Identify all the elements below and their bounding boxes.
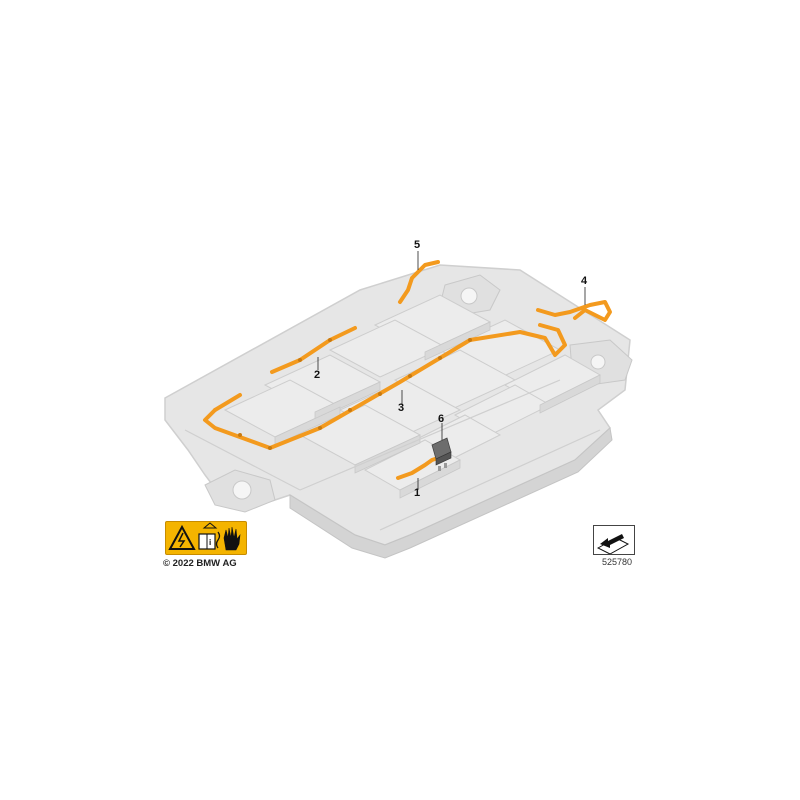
callout-4: 4 xyxy=(581,275,588,287)
battery-modules xyxy=(223,294,602,491)
leader-lines xyxy=(317,251,586,490)
part-6-connector xyxy=(431,437,452,471)
cable-3-branch xyxy=(213,393,242,412)
callout-6: 6 xyxy=(438,413,445,425)
cable-clips xyxy=(238,338,472,450)
callout-2: 2 xyxy=(314,369,321,381)
svg-text:i: i xyxy=(209,538,211,547)
copyright-text: © 2022 BMW AG xyxy=(163,558,237,569)
cable-4 xyxy=(536,300,612,322)
cable-5 xyxy=(398,260,440,304)
warning-symbols: i xyxy=(165,521,247,555)
high-voltage-warning-icon xyxy=(168,524,196,550)
navigation-symbol xyxy=(593,525,635,555)
cable-2 xyxy=(270,326,357,374)
cable-harness xyxy=(203,260,612,480)
callout-5: 5 xyxy=(414,239,421,251)
manual-icon: i xyxy=(198,522,218,550)
callout-3: 3 xyxy=(398,402,405,414)
cable-1 xyxy=(396,456,440,480)
callout-1: 1 xyxy=(414,487,421,499)
tray-front-edge xyxy=(289,427,613,559)
navigation-arrow-icon xyxy=(596,534,630,555)
cable-3 xyxy=(203,323,567,450)
reference-number: 525780 xyxy=(602,557,633,567)
protective-glove-icon xyxy=(215,526,241,551)
